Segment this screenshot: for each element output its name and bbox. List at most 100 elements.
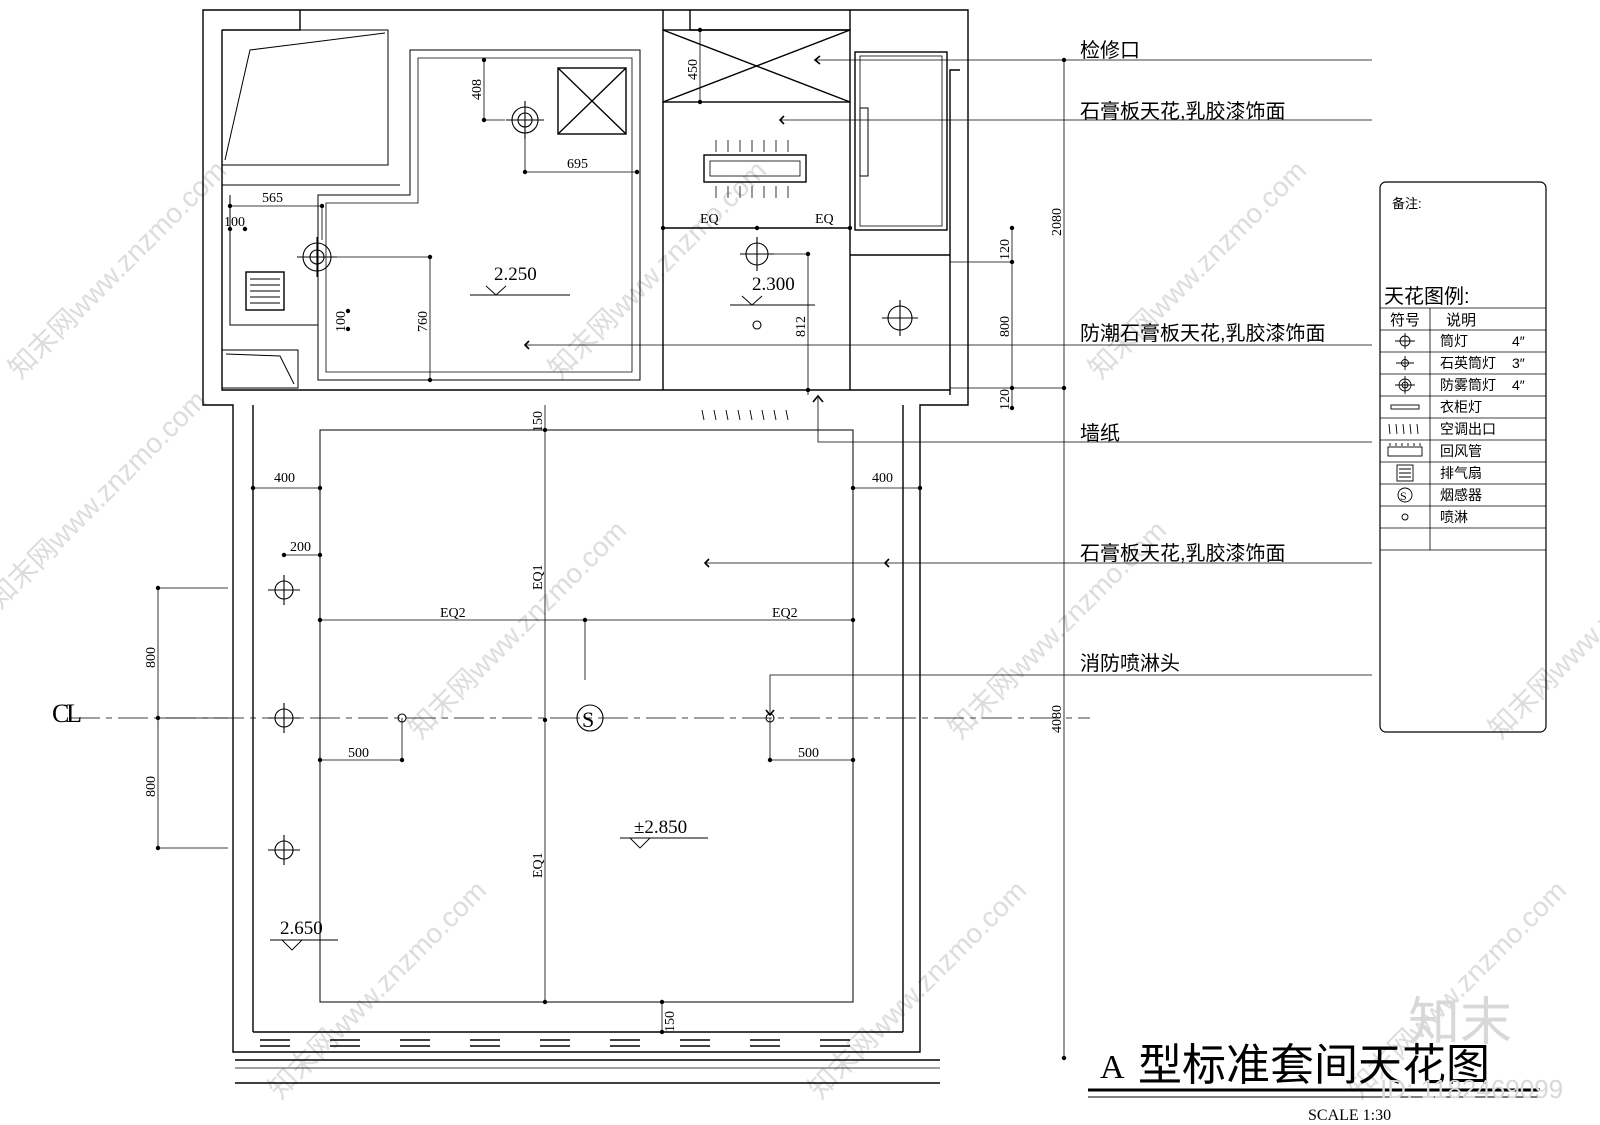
level-mark-bath	[470, 285, 570, 296]
quartz-downlight-icon	[1396, 356, 1414, 370]
legend-row-desc: 防雾筒灯	[1440, 377, 1496, 393]
watermark-text: 知末网www.znzmo.com	[0, 384, 212, 614]
leader-arrows	[523, 55, 890, 717]
dim-500l-label: 500	[348, 746, 369, 761]
annotation-moisture-gypsum: 防潮石膏板天花,乳胶漆饰面	[1080, 322, 1326, 345]
dim-800-right	[950, 261, 1064, 389]
sprinkler-icon	[752, 320, 762, 330]
window-detail	[260, 1039, 850, 1047]
dim-120b-label: 120	[998, 389, 1013, 410]
fogproof-downlight-icon	[297, 237, 337, 277]
wardrobe	[854, 51, 948, 231]
dim-400r-label: 400	[872, 471, 893, 486]
level-mark-window	[270, 939, 338, 951]
level-mark-corridor	[730, 295, 815, 306]
watermark-text: 知末网www.znzmo.com	[802, 874, 1032, 1104]
legend-row-size: 4″	[1512, 377, 1525, 393]
ac-outlet-icon	[1388, 423, 1419, 435]
return-air-icon	[703, 154, 807, 183]
legend-grid	[1380, 307, 1546, 551]
annotation-sprinkler-head: 消防喷淋头	[1080, 652, 1180, 675]
dim-eq1-top-label: EQ1	[531, 564, 546, 590]
bath-inner-left	[222, 184, 400, 326]
downlight-icon	[882, 300, 918, 336]
legend-row-desc: 筒灯	[1440, 333, 1468, 349]
watermark-text: 知末网www.znzmo.com	[1482, 514, 1600, 744]
downlight-icon	[268, 703, 300, 733]
dim-408	[483, 60, 505, 121]
cl-dim-bracket	[157, 587, 228, 849]
return-air-fins	[715, 140, 789, 198]
title-main: 型标准套间天花图	[1138, 1041, 1490, 1090]
legend-col-desc: 说明	[1446, 312, 1476, 329]
outer-wall-top	[202, 9, 969, 1053]
access-panel-box	[662, 29, 851, 103]
title-scale: SCALE 1:30	[1308, 1107, 1391, 1124]
watermark-logo: 知末	[1408, 994, 1512, 1052]
title-prefix: A	[1100, 1049, 1125, 1086]
level-room: ±2.850	[634, 817, 687, 838]
annotation-gypsum-1: 石膏板天花,乳胶漆饰面	[1080, 100, 1286, 123]
dim-eq1-bot-label: EQ1	[531, 852, 546, 878]
title-block: A 型标准套间天花图 SCALE 1:30	[1088, 1041, 1540, 1124]
return-air-inner	[709, 160, 801, 177]
center-line-label: CL	[52, 699, 82, 728]
shower-tray	[221, 29, 389, 166]
smoke-detector-icon: S	[1397, 487, 1413, 503]
leader-sprinkler	[769, 674, 1372, 715]
dim-4080-label: 4080	[1050, 705, 1065, 733]
watermark-id: ID: 1182469099	[1380, 1074, 1563, 1104]
legend-row-desc: 烟感器	[1440, 487, 1482, 503]
ac-outlet-icon	[701, 409, 789, 421]
dim-eq2-l-label: EQ2	[440, 606, 466, 621]
legend-row-desc: 空调出口	[1440, 421, 1496, 437]
legend-row-desc: 排气扇	[1440, 465, 1482, 481]
access-panel-x2	[662, 29, 851, 103]
exhaust-grille-x2	[557, 67, 627, 135]
annotation-gypsum-2: 石膏板天花,乳胶漆饰面	[1080, 542, 1286, 565]
fogproof-downlight-icon	[1395, 376, 1415, 394]
downlight-icon	[1395, 333, 1415, 349]
watermark-text: 知末网www.znzmo.com	[2, 154, 232, 384]
dim-150b-label: 150	[663, 1011, 678, 1032]
level-mark-room	[620, 837, 708, 849]
bathroom-ceiling-outline	[317, 49, 641, 381]
exhaust-grille	[557, 67, 627, 135]
main-ceiling-rect	[319, 429, 854, 1003]
level-corridor: 2.300	[752, 274, 795, 295]
wardrobe-light-icon	[1390, 404, 1420, 410]
exhaust-fan-lines	[250, 278, 280, 304]
legend-row-desc: 石英筒灯	[1440, 355, 1496, 371]
downlight-icon	[268, 575, 300, 605]
dim-eq-b-label: EQ	[815, 212, 834, 227]
svg-text:S: S	[1400, 489, 1407, 503]
dim-2080-label: 2080	[1050, 208, 1065, 236]
return-air-icon	[1387, 443, 1423, 457]
dim-150t-label: 150	[531, 411, 546, 432]
legend-title: 天花图例:	[1384, 285, 1470, 308]
legend-notes-label: 备注:	[1392, 196, 1422, 211]
dim-400l-label: 400	[274, 471, 295, 486]
svg-text:S: S	[582, 707, 594, 732]
dim-565-label: 565	[262, 191, 283, 206]
watermark-text: 知末网www.znzmo.com	[542, 154, 772, 384]
dim-812-label: 812	[794, 316, 809, 337]
wardrobe-inner	[859, 55, 943, 227]
dim-120a-label: 120	[998, 239, 1013, 260]
watermark-text: 知末网www.znzmo.com	[1082, 154, 1312, 384]
bathroom-ceiling-inner	[325, 57, 633, 373]
dim-800r-label: 800	[998, 316, 1013, 337]
legend-row-desc: 衣柜灯	[1440, 399, 1482, 415]
watermark-text: 知末网www.znzmo.com	[262, 874, 492, 1104]
annotation-wallpaper: 墙纸	[1080, 422, 1120, 445]
level-bath: 2.250	[494, 264, 537, 285]
leader-wallpaper	[817, 398, 1372, 443]
wardrobe-light-icon	[859, 107, 869, 177]
dim-408-label: 408	[470, 79, 485, 100]
vanity	[221, 349, 299, 389]
annotation-access-panel: 检修口	[1080, 39, 1140, 62]
watermark-layer: 知末网www.znzmo.com 知末网www.znzmo.com 知末网www…	[0, 154, 1600, 1104]
exhaust-fan-icon	[245, 271, 285, 311]
legend-col-symbol: 符号	[1390, 312, 1420, 329]
